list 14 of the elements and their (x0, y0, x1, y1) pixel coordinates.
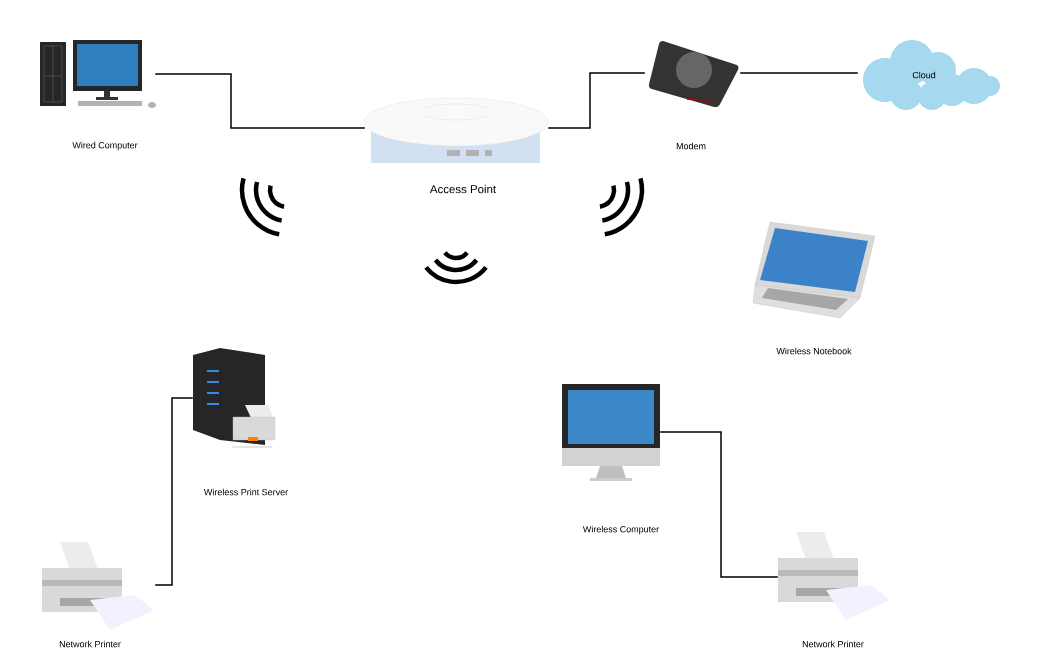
device-label: Cloud (912, 71, 936, 79)
device-label: Wireless Notebook (776, 347, 852, 355)
network-cable (154, 397, 194, 586)
device-label: Network Printer (802, 640, 864, 648)
device-label: Network Printer (59, 640, 121, 648)
device-label: Wireless Print Server (203, 488, 288, 496)
network-cable (739, 72, 859, 74)
network-cable (154, 73, 366, 129)
device-label: Wired Computer (72, 141, 138, 151)
network-cable (547, 72, 646, 129)
network-cable (659, 431, 779, 578)
device-label: Modem (676, 142, 706, 150)
device-label: Access Point (429, 184, 496, 194)
device-label: Wireless Computer (582, 525, 659, 535)
